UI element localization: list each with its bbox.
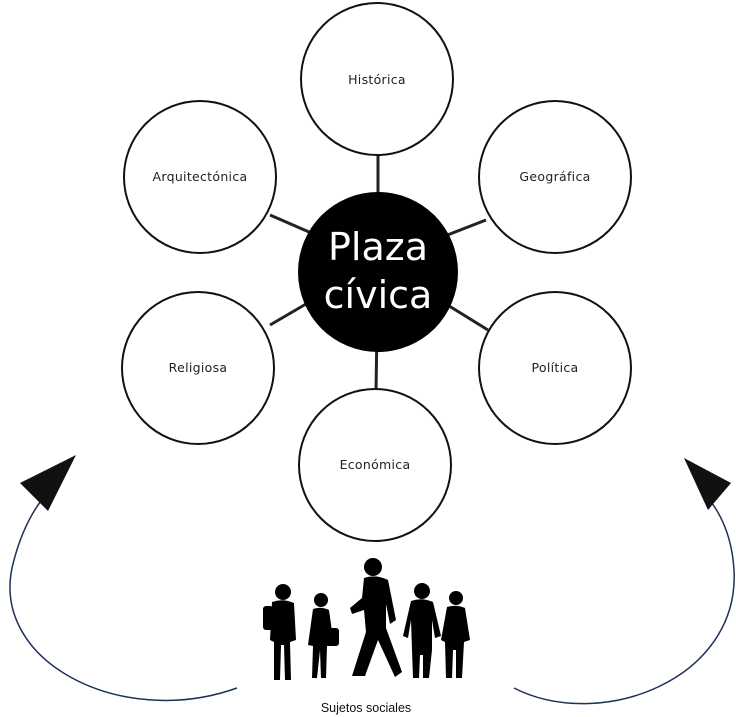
left-cycle-arrow <box>9 455 238 702</box>
node-labels: Histórica Geográfica Política Económica … <box>153 72 591 472</box>
node-circle-religiosa <box>121 291 275 445</box>
left-arrow-curve <box>9 491 238 702</box>
node-circle-arquitectonica <box>123 100 277 254</box>
person-silhouette <box>263 584 296 680</box>
center-label-line1: Plaza <box>328 225 428 269</box>
arrowhead-icon <box>20 455 76 511</box>
right-arrow-curve <box>513 493 735 705</box>
person-silhouette <box>441 591 470 678</box>
node-circle-politica <box>478 291 632 445</box>
person-silhouette <box>308 593 339 678</box>
node-label-religiosa: Religiosa <box>169 360 228 375</box>
people-silhouettes-icon <box>263 558 470 680</box>
node-label-geografica: Geográfica <box>519 169 590 184</box>
node-circles <box>121 2 632 542</box>
arrowhead-icon <box>684 458 731 510</box>
node-circle-geografica <box>478 100 632 254</box>
node-label-historica: Histórica <box>348 72 406 87</box>
node-circle-historica <box>300 2 454 156</box>
people-caption: Sujetos sociales <box>321 701 411 715</box>
node-circle-economica <box>298 388 452 542</box>
node-label-arquitectonica: Arquitectónica <box>153 169 248 184</box>
person-silhouette <box>350 558 402 677</box>
person-silhouette <box>403 583 441 678</box>
node-label-politica: Política <box>532 360 579 375</box>
node-label-economica: Económica <box>340 457 411 472</box>
right-cycle-arrow <box>513 458 735 705</box>
center-label-line2: cívica <box>324 273 433 317</box>
center-circle <box>298 192 458 352</box>
